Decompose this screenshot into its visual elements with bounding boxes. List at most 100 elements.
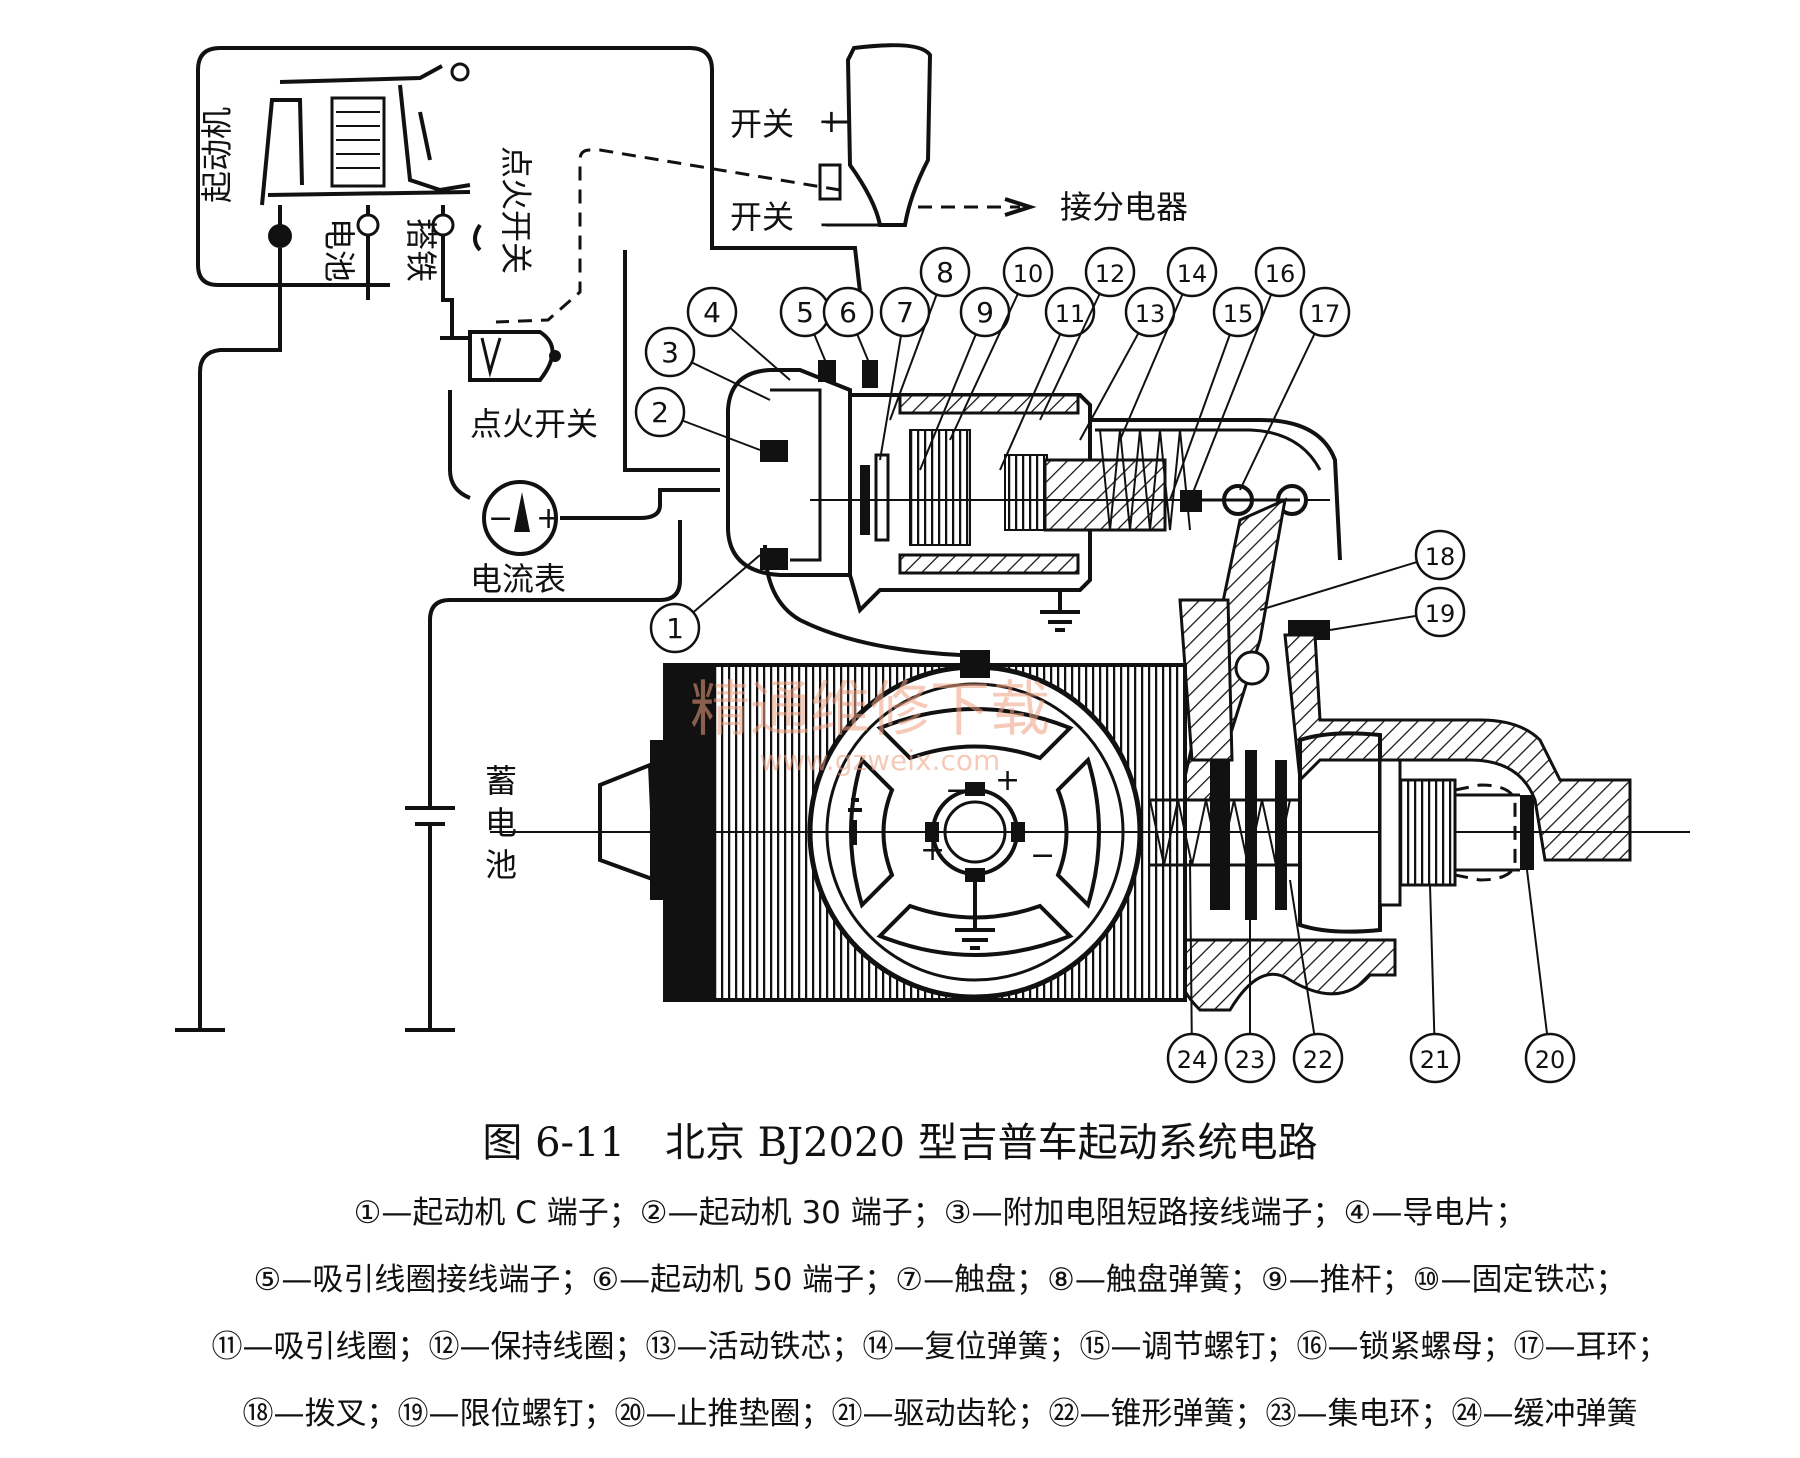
callout-circle <box>1166 246 1218 298</box>
svg-text:−: − <box>945 773 970 808</box>
starter-relay: 起动机 电池 搭铁 点火开关 <box>196 46 862 293</box>
callout-circle <box>1044 286 1096 338</box>
ammeter-label: 电流表 <box>470 560 566 598</box>
callout-number: 23 <box>1235 1046 1266 1074</box>
ignition-coil: 开关 + 开关 − 接分电器 <box>730 43 1188 243</box>
callout-12: 12 <box>1039 246 1136 421</box>
legend-item: ⑥—起动机 50 端子； <box>591 1262 896 1298</box>
callout-leader <box>999 311 1071 471</box>
callout-circle <box>919 246 971 298</box>
ignition-switch-label: 点火开关 <box>470 405 598 443</box>
callout-circle <box>1414 586 1466 638</box>
relay-ground-label: 搭铁 <box>402 218 440 282</box>
callout-number: 9 <box>976 296 994 329</box>
ammeter-minus: − <box>488 501 513 536</box>
callout-number: 17 <box>1310 300 1341 328</box>
legend-item: ⑦—触盘； <box>895 1262 1048 1298</box>
drive-assembly <box>490 731 1690 934</box>
callout-21: 21 <box>1409 884 1461 1084</box>
callout-number: 8 <box>936 256 954 289</box>
legend-item: ⑲—限位螺钉； <box>397 1396 615 1432</box>
plus-sign: + <box>818 102 845 140</box>
legend-item: ⑳—止推垫圈； <box>614 1396 832 1432</box>
legend-item: ④—导电片； <box>1343 1195 1527 1231</box>
callout-2: 2 <box>634 386 761 451</box>
callout-number: 24 <box>1177 1046 1208 1074</box>
svg-text:−: − <box>1030 838 1055 873</box>
legend-item: ⑱—拨叉； <box>242 1396 398 1432</box>
switch-minus-label: 开关 <box>730 198 794 236</box>
callout-19: 19 <box>1329 586 1466 638</box>
battery-label-1: 蓄 <box>485 762 517 800</box>
callout-number: 1 <box>666 612 684 645</box>
callout-number: 19 <box>1425 600 1456 628</box>
callout-18: 18 <box>1259 529 1466 611</box>
callout-8: 8 <box>889 246 971 421</box>
callout-leader <box>1189 859 1193 1059</box>
callout-circle <box>649 602 701 654</box>
callout-leader <box>1239 311 1326 491</box>
legend-item: ⑬—活动铁芯； <box>645 1329 863 1365</box>
callout-14: 14 <box>1119 246 1218 441</box>
relay-ignition-label: 点火开关 <box>497 146 535 274</box>
callout-circle <box>1084 246 1136 298</box>
callout-circle <box>1409 1032 1461 1084</box>
ignition-switch: 点火开关 <box>468 330 598 443</box>
callout-number: 2 <box>651 396 669 429</box>
relay-battery-label: 电池 <box>320 218 358 282</box>
battery-label-2: 电 <box>485 804 517 842</box>
relay-ground-terminal <box>356 213 380 237</box>
legend-item: ㉓—集电环； <box>1265 1396 1452 1432</box>
legend-item: ⑩—固定铁芯； <box>1412 1262 1627 1298</box>
figure-legend: ①—起动机 C 端子；②—起动机 30 端子；③—附加电阻短路接线端子；④—导电… <box>100 1180 1780 1448</box>
callout-leader <box>1289 879 1319 1059</box>
callout-leader <box>1429 884 1436 1059</box>
legend-item: ㉔—缓冲弹簧 <box>1451 1396 1638 1432</box>
svg-text:+: + <box>920 833 945 868</box>
callout-circle <box>1524 1032 1576 1084</box>
callout-22: 22 <box>1289 879 1344 1084</box>
callout-23: 23 <box>1224 900 1276 1084</box>
callout-number: 20 <box>1535 1046 1566 1074</box>
drive-end <box>1178 497 1632 1012</box>
callout-number: 13 <box>1135 300 1166 328</box>
legend-item: ㉒—锥形弹簧； <box>1048 1396 1266 1432</box>
callout-number: 22 <box>1303 1046 1334 1074</box>
minus-sign: − <box>818 205 845 243</box>
callout-number: 6 <box>839 296 857 329</box>
legend-item: ⑭—复位弹簧； <box>862 1329 1080 1365</box>
legend-item: ⑫—保持线圈； <box>428 1329 646 1365</box>
callout-11: 11 <box>999 286 1096 471</box>
callout-number: 15 <box>1223 300 1254 328</box>
callout-circle <box>1414 529 1466 581</box>
legend-line: ①—起动机 C 端子；②—起动机 30 端子；③—附加电阻短路接线端子；④—导电… <box>100 1180 1780 1247</box>
legend-item: ⑯—锁紧螺母； <box>1296 1329 1514 1365</box>
callout-circle <box>644 326 696 378</box>
legend-line: ⑤—吸引线圈接线端子；⑥—起动机 50 端子；⑦—触盘；⑧—触盘弹簧；⑨—推杆；… <box>100 1247 1780 1314</box>
to-distributor-label: 接分电器 <box>1060 188 1188 226</box>
solenoid <box>726 360 1342 632</box>
callout-number: 5 <box>796 296 814 329</box>
callout-circle <box>822 286 874 338</box>
callout-20: 20 <box>1524 869 1576 1084</box>
callout-circle <box>1254 246 1306 298</box>
watermark-cn: 精通维修下载 <box>690 675 1050 745</box>
callout-leader <box>1259 554 1441 611</box>
battery-label-3: 池 <box>485 846 517 884</box>
legend-item: ⑨—推杆； <box>1260 1262 1413 1298</box>
legend-item: ⑤—吸引线圈接线端子； <box>253 1262 592 1298</box>
callout-24: 24 <box>1166 859 1218 1084</box>
callout-16: 16 <box>1189 246 1306 501</box>
callout-number: 4 <box>703 296 721 329</box>
callout-circle <box>1224 1032 1276 1084</box>
callout-leader <box>1169 311 1239 501</box>
svg-text:+: + <box>995 763 1020 798</box>
callout-leader <box>1119 271 1193 441</box>
callout-leader <box>1189 271 1281 501</box>
callout-circle <box>1299 286 1351 338</box>
callout-circle <box>1212 286 1264 338</box>
ammeter-plus: + <box>536 501 561 536</box>
legend-line: ⑱—拨叉；⑲—限位螺钉；⑳—止推垫圈；㉑—驱动齿轮；㉒—锥形弹簧；㉓—集电环；㉔… <box>100 1381 1780 1448</box>
callout-number: 7 <box>896 296 914 329</box>
